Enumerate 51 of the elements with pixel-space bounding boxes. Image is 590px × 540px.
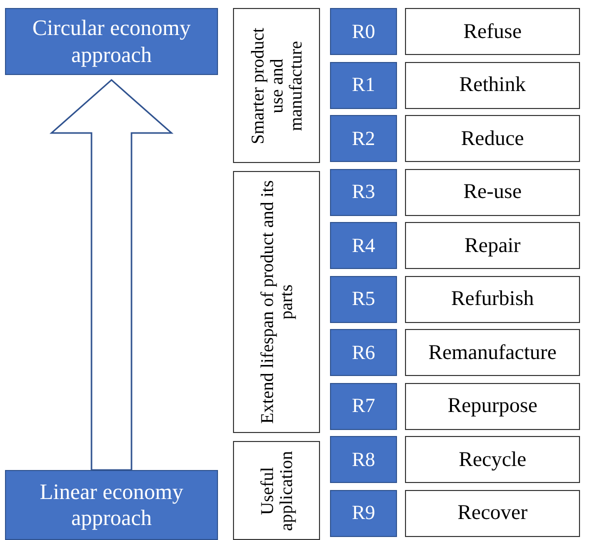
box-label: Remanufacture bbox=[428, 340, 557, 366]
box-label: Repurpose bbox=[448, 393, 538, 419]
box-label: Repair bbox=[464, 232, 520, 258]
box-label: Recycle bbox=[458, 446, 526, 472]
group-label: Smarter product use and manufacture bbox=[248, 26, 305, 146]
group-box bbox=[233, 441, 320, 540]
box-label: Recover bbox=[458, 500, 528, 526]
box-label: Linear economy approach bbox=[38, 478, 184, 532]
strategy-box bbox=[405, 222, 580, 269]
box-label: R8 bbox=[352, 448, 376, 472]
code-box bbox=[330, 8, 397, 55]
strategy-box bbox=[405, 436, 580, 483]
box-label: R1 bbox=[352, 73, 376, 97]
box-label: R9 bbox=[352, 501, 376, 525]
box-label: Refuse bbox=[463, 18, 522, 44]
code-box bbox=[330, 115, 397, 162]
top-box bbox=[5, 8, 218, 75]
code-box bbox=[330, 382, 397, 430]
group-box bbox=[233, 8, 320, 163]
code-box bbox=[330, 436, 397, 483]
code-box bbox=[330, 168, 397, 216]
box-label: R3 bbox=[352, 180, 376, 204]
strategy-box bbox=[405, 62, 580, 108]
box-label: R6 bbox=[352, 340, 376, 364]
box-label: R0 bbox=[352, 20, 376, 44]
box-label: Rethink bbox=[459, 72, 526, 98]
box-label: Circular economy approach bbox=[31, 15, 192, 68]
strategy-box bbox=[405, 168, 580, 216]
box-label: R7 bbox=[352, 394, 376, 418]
group-label: Extend lifespan of product and its parts bbox=[258, 179, 296, 426]
box-label: Re-use bbox=[463, 179, 522, 205]
strategy-box bbox=[405, 490, 580, 536]
strategy-box bbox=[405, 276, 580, 322]
code-box bbox=[330, 490, 397, 536]
group-box bbox=[233, 171, 320, 433]
code-box bbox=[330, 62, 397, 108]
strategy-box bbox=[405, 329, 580, 376]
code-box bbox=[330, 222, 397, 269]
strategy-box bbox=[405, 8, 580, 55]
box-label: R4 bbox=[352, 234, 376, 258]
group-label: Useful application bbox=[258, 450, 296, 532]
box-label: R2 bbox=[352, 126, 376, 150]
code-box bbox=[330, 276, 397, 322]
block-arrow bbox=[50, 79, 174, 471]
strategy-box bbox=[405, 115, 580, 162]
box-label: Refurbish bbox=[451, 286, 534, 312]
box-label: Reduce bbox=[461, 126, 524, 152]
bottom-box bbox=[5, 470, 218, 540]
strategy-box bbox=[405, 382, 580, 430]
box-label: R5 bbox=[352, 287, 376, 311]
code-box bbox=[330, 329, 397, 376]
